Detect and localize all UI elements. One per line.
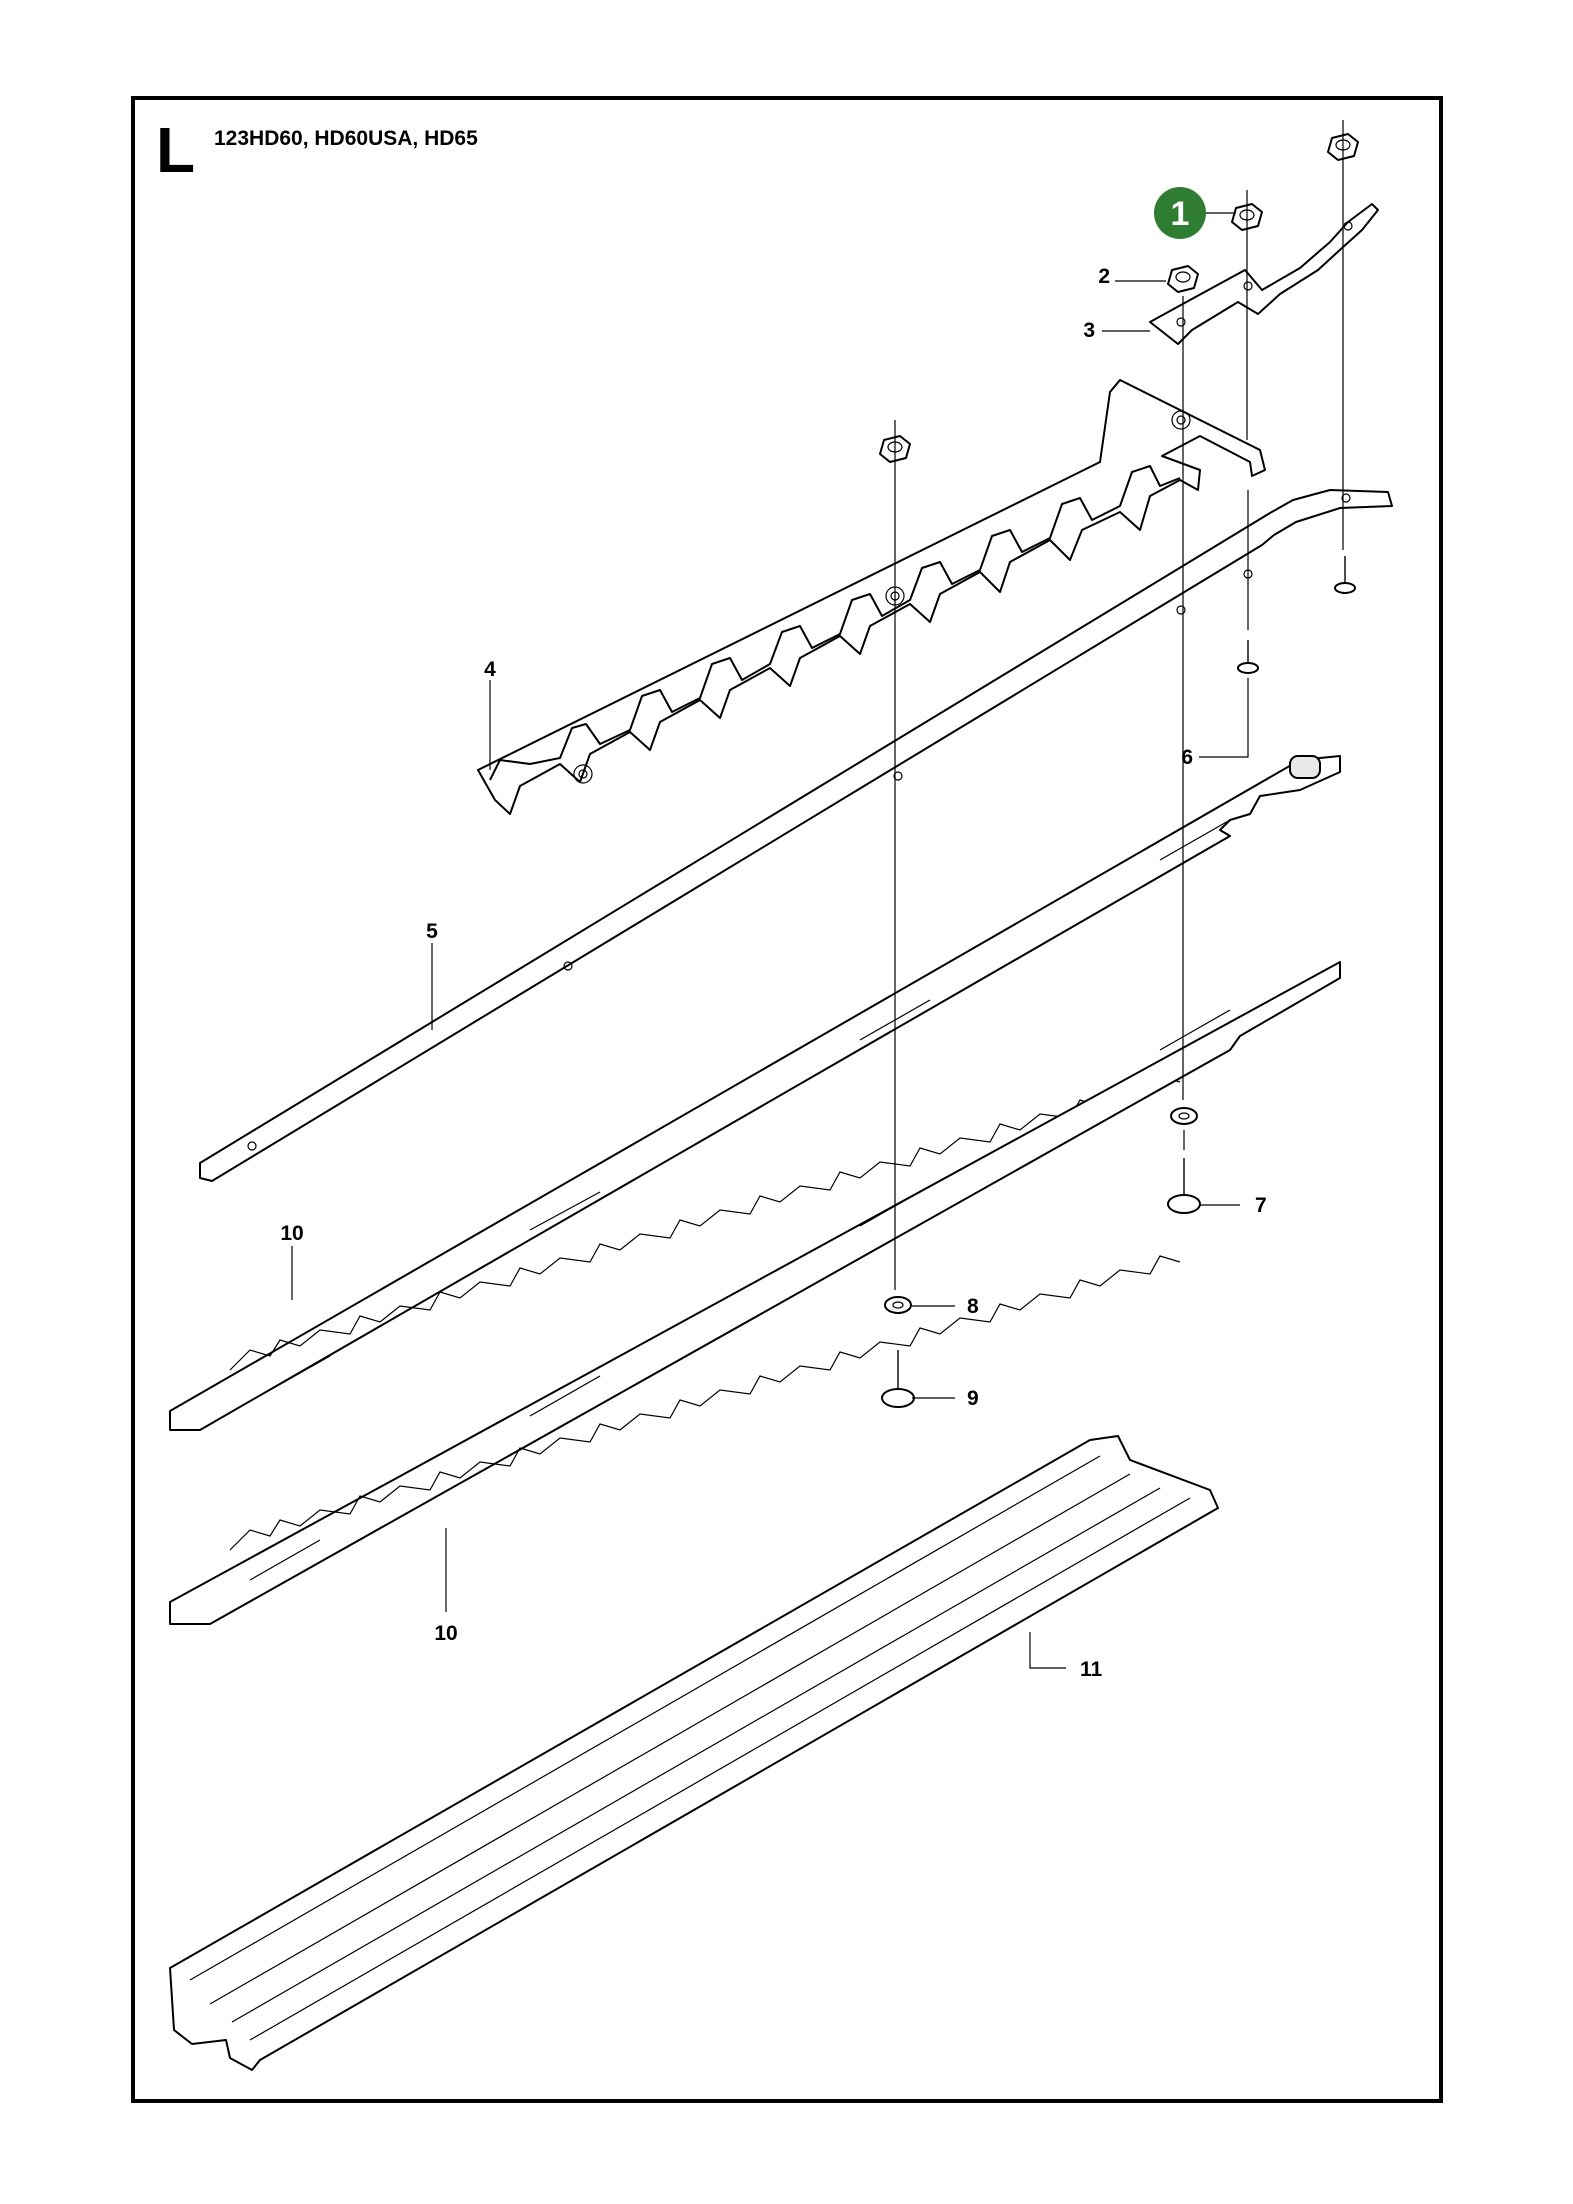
leader-lines (291, 120, 1344, 1669)
part-11-sheath (169, 1435, 1219, 2071)
callout-7: 7 (1255, 1194, 1267, 1217)
washer-part-7 (1170, 1107, 1198, 1125)
callout-6: 6 (1181, 746, 1193, 769)
callout-5: 5 (426, 920, 438, 943)
svg-text:1: 1 (1171, 195, 1190, 233)
callout-10-lower: 10 (434, 1622, 457, 1645)
model-list: 123HD60, HD60USA, HD65 (214, 127, 478, 150)
screw-part-7 (1167, 1158, 1201, 1214)
callout-8: 8 (967, 1295, 979, 1318)
screw-part-6-a (1237, 640, 1259, 674)
washer-part-8 (884, 1296, 912, 1314)
part-3-bracket (1149, 203, 1379, 345)
callout-10-upper: 10 (280, 1222, 303, 1245)
highlight-badge-part-1: 1 (1154, 187, 1206, 239)
screw-part-9 (881, 1350, 915, 1408)
callout-9: 9 (967, 1387, 979, 1410)
callout-2: 2 (1098, 265, 1110, 288)
callout-11: 11 (1080, 1658, 1103, 1681)
part-4-guard (477, 379, 1266, 815)
callout-3: 3 (1083, 319, 1095, 342)
section-letter: L (156, 114, 195, 186)
nut-part-2 (1167, 265, 1199, 293)
callout-4: 4 (484, 658, 496, 681)
part-10-blade-upper (169, 755, 1341, 1431)
part-5-bar (199, 489, 1393, 1182)
page-frame (131, 96, 1443, 2103)
part-10-blade-lower (169, 961, 1341, 1625)
screw-part-6-b (1334, 556, 1356, 594)
